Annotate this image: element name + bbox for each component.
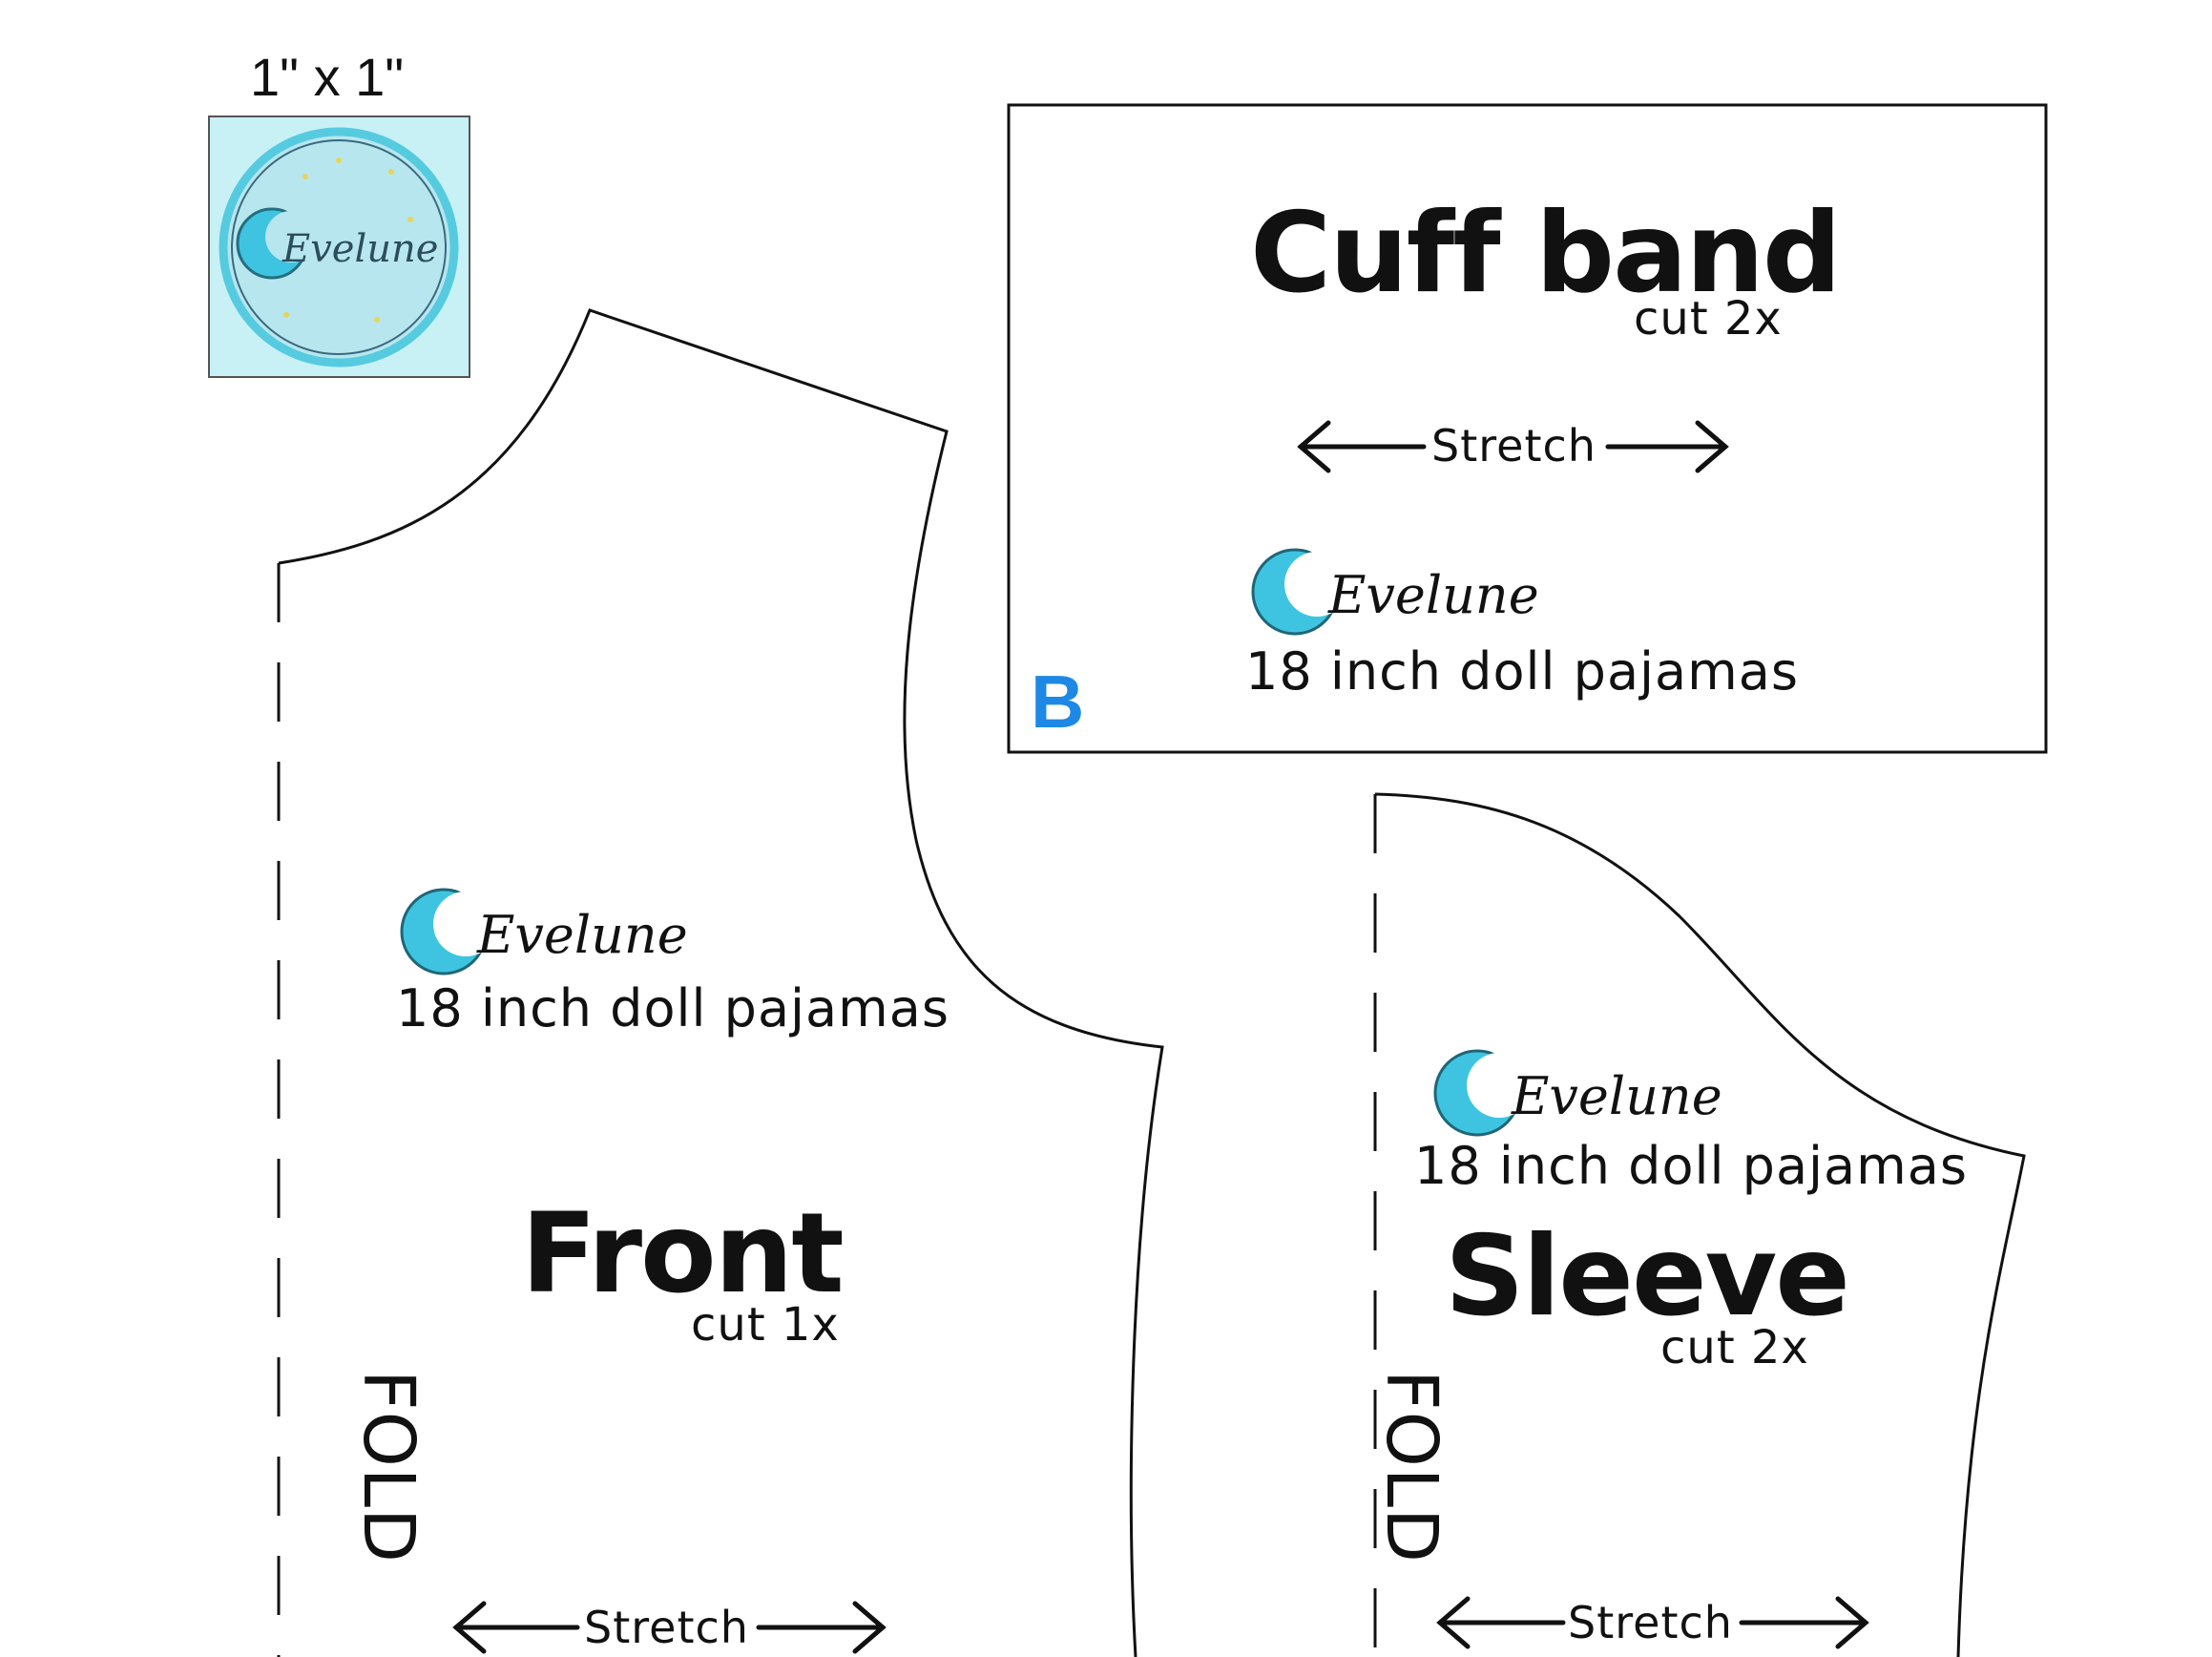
sleeve-brand-moon-icon	[1433, 1049, 1532, 1137]
cuff-band-brand-wordmark: Evelune	[1328, 565, 1539, 625]
sleeve-stretch-label: Stretch	[1568, 1597, 1733, 1648]
front-title: Front	[521, 1189, 845, 1318]
cuff-band-piece-letter: B	[1031, 660, 1085, 744]
cuff-band-subtitle: 18 inch doll pajamas	[1245, 641, 1799, 702]
sleeve-fold-label: FOLD	[1370, 1370, 1452, 1564]
sleeve-outline	[1374, 792, 2026, 1657]
scale-label: 1" x 1"	[250, 47, 405, 107]
sleeve-title: Sleeve	[1445, 1212, 1850, 1341]
scale-logo	[219, 127, 459, 367]
front-cut-count: cut 1x	[691, 1298, 840, 1352]
sleeve-stretch-arrow	[1436, 1596, 1869, 1649]
cuff-brand-moon-icon	[1251, 548, 1349, 636]
front-stretch-label: Stretch	[584, 1602, 749, 1653]
front-outline	[278, 308, 1164, 1657]
front-brand-wordmark: Evelune	[477, 905, 688, 965]
front-stretch-arrow	[452, 1601, 887, 1654]
cuff-band-cut-count: cut 2x	[1634, 292, 1783, 346]
scale-logo-wordmark: Evelune	[282, 227, 439, 271]
cuff-band-title: Cuff band	[1250, 189, 1842, 318]
sleeve-brand-wordmark: Evelune	[1512, 1066, 1722, 1126]
cuff-stretch-arrow	[1297, 420, 1729, 473]
cuff-band-stretch-label: Stretch	[1431, 420, 1596, 472]
front-brand-moon-icon	[400, 888, 498, 975]
sleeve-cut-count: cut 2x	[1660, 1321, 1809, 1374]
cuff-band-outline	[1007, 103, 2048, 754]
sleeve-subtitle: 18 inch doll pajamas	[1414, 1136, 1968, 1196]
front-fold-label: FOLD	[347, 1370, 429, 1564]
front-subtitle: 18 inch doll pajamas	[396, 978, 949, 1038]
